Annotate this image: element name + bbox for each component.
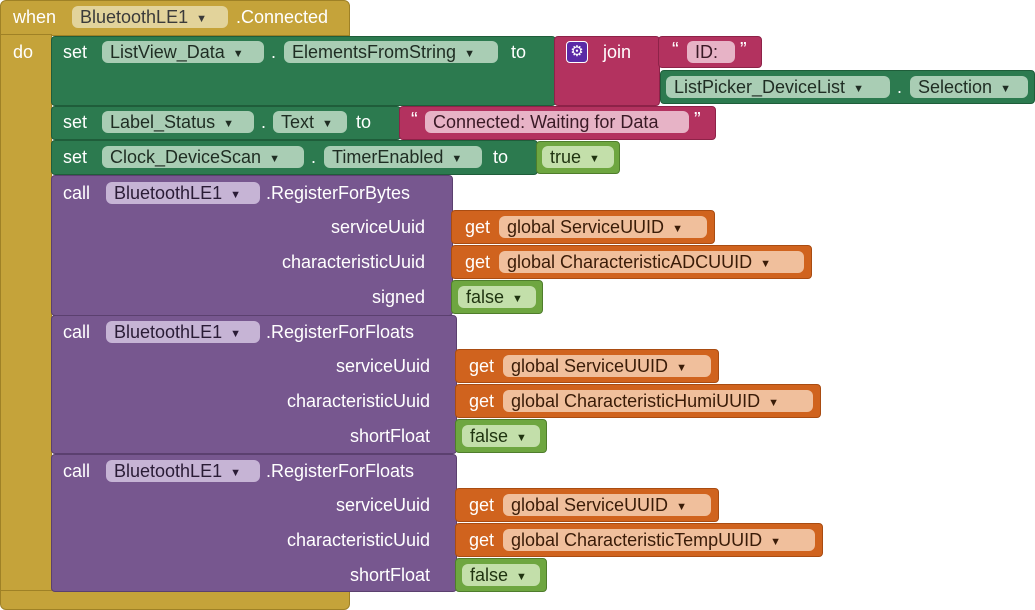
call1-component-dropdown[interactable]: BluetoothLE1▼ bbox=[106, 182, 260, 204]
arg-label-characteristic-uuid: characteristicUuid bbox=[286, 530, 430, 550]
arg-label-short-float: shortFloat bbox=[349, 426, 430, 446]
dot-separator: . bbox=[261, 112, 267, 132]
logic-false-dropdown[interactable]: false▼ bbox=[462, 564, 540, 586]
dot-separator: . bbox=[311, 147, 317, 167]
get-keyword: get bbox=[465, 252, 491, 272]
triangle-down-icon: ▼ bbox=[676, 362, 687, 374]
triangle-down-icon: ▼ bbox=[589, 153, 600, 165]
get-keyword: get bbox=[469, 356, 495, 376]
arg-label-service-uuid: serviceUuid bbox=[335, 356, 430, 376]
get-keyword: get bbox=[469, 530, 495, 550]
variable-dropdown-service-uuid[interactable]: global ServiceUUID▼ bbox=[499, 216, 707, 238]
logic-false-dropdown[interactable]: false▼ bbox=[462, 425, 540, 447]
listview-property-dropdown[interactable]: ElementsFromString▼ bbox=[284, 41, 498, 63]
triangle-down-icon: ▼ bbox=[672, 223, 683, 235]
triangle-down-icon: ▼ bbox=[223, 118, 234, 130]
triangle-down-icon: ▼ bbox=[269, 153, 280, 165]
logic-false-dropdown[interactable]: false▼ bbox=[458, 286, 536, 308]
gear-icon[interactable]: ⚙ bbox=[566, 41, 588, 63]
text-input-id[interactable]: ID: bbox=[687, 41, 735, 63]
text-input-status[interactable]: Connected: Waiting for Data bbox=[425, 111, 689, 133]
arg-label-characteristic-uuid: characteristicUuid bbox=[286, 391, 430, 411]
triangle-down-icon: ▼ bbox=[768, 397, 779, 409]
to-keyword: to bbox=[493, 147, 509, 167]
logic-true-dropdown[interactable]: true▼ bbox=[542, 146, 614, 168]
triangle-down-icon: ▼ bbox=[232, 48, 244, 60]
triangle-down-icon: ▼ bbox=[760, 258, 771, 270]
label-property-dropdown[interactable]: Text▼ bbox=[273, 111, 347, 133]
arg-label-short-float: shortFloat bbox=[349, 565, 430, 585]
event-component-dropdown[interactable]: BluetoothLE1▼ bbox=[72, 6, 228, 28]
triangle-down-icon: ▼ bbox=[516, 432, 527, 444]
call2-component-dropdown[interactable]: BluetoothLE1▼ bbox=[106, 321, 260, 343]
variable-dropdown-service-uuid[interactable]: global ServiceUUID▼ bbox=[503, 494, 711, 516]
triangle-down-icon: ▼ bbox=[451, 153, 463, 165]
triangle-down-icon: ▼ bbox=[464, 48, 475, 60]
event-block-footer bbox=[0, 590, 350, 610]
triangle-down-icon: ▼ bbox=[230, 189, 241, 201]
get-keyword: get bbox=[469, 391, 495, 411]
open-quote-icon: “ bbox=[672, 39, 679, 61]
label-component-dropdown[interactable]: Label_Status▼ bbox=[102, 111, 254, 133]
call-keyword: call bbox=[63, 183, 91, 203]
when-keyword: when bbox=[13, 7, 57, 27]
join-keyword: join bbox=[603, 42, 632, 62]
call2-method-name: .RegisterForFloats bbox=[266, 322, 415, 342]
get-keyword: get bbox=[469, 495, 495, 515]
triangle-down-icon: ▼ bbox=[770, 536, 781, 548]
triangle-down-icon: ▼ bbox=[322, 118, 333, 130]
close-quote-icon: ” bbox=[740, 39, 747, 61]
triangle-down-icon: ▼ bbox=[676, 501, 687, 513]
listpicker-property-dropdown[interactable]: Selection▼ bbox=[910, 76, 1028, 98]
event-name: .Connected bbox=[236, 7, 329, 27]
listview-component-dropdown[interactable]: ListView_Data▼ bbox=[102, 41, 264, 63]
variable-dropdown-characteristic-humi[interactable]: global CharacteristicHumiUUID▼ bbox=[503, 390, 813, 412]
do-keyword: do bbox=[13, 42, 34, 62]
event-block-body-rail bbox=[0, 34, 52, 592]
close-quote-icon: ” bbox=[694, 109, 701, 131]
arg-label-signed: signed bbox=[371, 287, 425, 307]
open-quote-icon: “ bbox=[411, 109, 418, 131]
get-keyword: get bbox=[465, 217, 491, 237]
set-keyword: set bbox=[63, 112, 88, 132]
triangle-down-icon: ▼ bbox=[196, 13, 207, 25]
dot-separator: . bbox=[271, 42, 277, 62]
triangle-down-icon: ▼ bbox=[853, 83, 864, 95]
clock-component-dropdown[interactable]: Clock_DeviceScan▼ bbox=[102, 146, 304, 168]
call-keyword: call bbox=[63, 461, 91, 481]
variable-dropdown-characteristic-adc[interactable]: global CharacteristicADCUUID▼ bbox=[499, 251, 804, 273]
variable-dropdown-service-uuid[interactable]: global ServiceUUID▼ bbox=[503, 355, 711, 377]
arg-label-service-uuid: serviceUuid bbox=[335, 495, 430, 515]
variable-dropdown-characteristic-temp[interactable]: global CharacteristicTempUUID▼ bbox=[503, 529, 815, 551]
to-keyword: to bbox=[511, 42, 527, 62]
call1-method-name: .RegisterForBytes bbox=[266, 183, 411, 203]
triangle-down-icon: ▼ bbox=[230, 467, 241, 479]
triangle-down-icon: ▼ bbox=[516, 571, 527, 583]
dot-separator: . bbox=[897, 77, 903, 97]
call3-method-name: .RegisterForFloats bbox=[266, 461, 415, 481]
clock-property-dropdown[interactable]: TimerEnabled▼ bbox=[324, 146, 482, 168]
call3-component-dropdown[interactable]: BluetoothLE1▼ bbox=[106, 460, 260, 482]
triangle-down-icon: ▼ bbox=[512, 293, 523, 305]
listpicker-component-dropdown[interactable]: ListPicker_DeviceList▼ bbox=[666, 76, 890, 98]
triangle-down-icon: ▼ bbox=[1000, 83, 1011, 95]
to-keyword: to bbox=[356, 112, 372, 132]
call-keyword: call bbox=[63, 322, 91, 342]
triangle-down-icon: ▼ bbox=[230, 328, 241, 340]
set-keyword: set bbox=[63, 42, 88, 62]
set-keyword: set bbox=[63, 147, 88, 167]
arg-label-service-uuid: serviceUuid bbox=[330, 217, 425, 237]
arg-label-characteristic-uuid: characteristicUuid bbox=[281, 252, 425, 272]
